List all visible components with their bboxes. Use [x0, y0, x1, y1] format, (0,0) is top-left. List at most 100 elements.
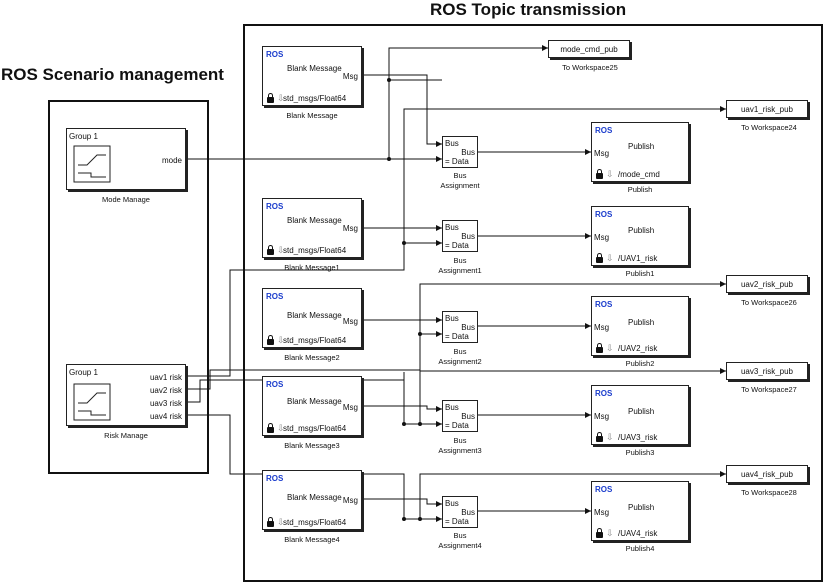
- to-workspace-block[interactable]: uav2_risk_pub: [726, 275, 808, 293]
- publish-label: Publish: [628, 226, 655, 235]
- bus-out-label: Bus: [461, 232, 475, 241]
- ros-badge: ROS: [595, 126, 613, 135]
- download-icon: ⇩: [277, 93, 285, 103]
- publish-block[interactable]: ROS Publish Msg ⇩ /UAV4_risk: [591, 481, 689, 541]
- msg-port-label: Msg: [594, 323, 610, 332]
- bus-assignment-block[interactable]: Bus Bus = Data: [442, 220, 478, 252]
- blank-message-block[interactable]: ROS Blank Message Msg ⇩ std_msgs/Float64: [262, 46, 362, 106]
- blank-message-caption: Blank Message4: [284, 535, 340, 544]
- bus-assignment-block[interactable]: Bus Bus = Data: [442, 311, 478, 343]
- ros-badge: ROS: [266, 292, 284, 301]
- bus-caption: Bus: [453, 256, 467, 265]
- publish-caption: Publish2: [625, 359, 655, 368]
- topic-name: /UAV4_risk: [618, 529, 658, 538]
- blank-message-caption: Blank Message2: [284, 353, 340, 362]
- management-title: ROS Scenario management: [1, 65, 224, 84]
- msg-port-label: Msg: [342, 72, 358, 81]
- blank-message-label: Blank Message: [287, 64, 342, 73]
- bus-assignment-caption: Assignment4: [438, 541, 482, 550]
- msg-port-label: Msg: [342, 496, 358, 505]
- topic-name: /UAV1_risk: [618, 254, 658, 263]
- risk-group-label: Group 1: [69, 368, 98, 377]
- bus-in-label: Bus: [445, 223, 459, 232]
- publish-label: Publish: [628, 407, 655, 416]
- blank-message-caption: Blank Message: [286, 111, 338, 120]
- risk-manage-block[interactable]: Group 1 uav1 risk uav2 risk uav3 risk ua…: [66, 364, 186, 426]
- workspace-variable: uav1_risk_pub: [740, 105, 794, 114]
- workspace-caption: To Workspace28: [741, 488, 797, 497]
- download-icon: ⇩: [277, 423, 285, 433]
- bus-assignment-block[interactable]: Bus Bus = Data: [442, 136, 478, 168]
- message-type: std_msgs/Float64: [283, 424, 347, 433]
- blank-message-label: Blank Message: [287, 311, 342, 320]
- lock-icon: [267, 423, 274, 433]
- bus-assignment-block[interactable]: Bus Bus = Data: [442, 400, 478, 432]
- mode-manage-caption: Mode Manage: [102, 195, 150, 204]
- msg-port-label: Msg: [594, 233, 610, 242]
- data-in-label: = Data: [445, 421, 469, 430]
- bus-caption: Bus: [453, 436, 467, 445]
- publish-caption: Publish3: [625, 448, 655, 457]
- bus-assignment-caption: Assignment3: [438, 446, 482, 455]
- lock-icon: [596, 432, 603, 442]
- blank-message-caption: Blank Message3: [284, 441, 340, 450]
- data-in-label: = Data: [445, 241, 469, 250]
- blank-message-label: Blank Message: [287, 216, 342, 225]
- management-frame: [48, 100, 209, 474]
- msg-port-label: Msg: [594, 508, 610, 517]
- message-type: std_msgs/Float64: [283, 518, 347, 527]
- publish-block[interactable]: ROS Publish Msg ⇩ /UAV3_risk: [591, 385, 689, 445]
- bus-assignment-caption: Assignment2: [438, 357, 482, 366]
- publish-caption: Publish4: [625, 544, 655, 553]
- download-icon: ⇩: [277, 245, 285, 255]
- download-icon: ⇩: [606, 169, 614, 179]
- mode-manage-block[interactable]: Group 1 mode: [66, 128, 186, 190]
- topic-name: /UAV2_risk: [618, 344, 658, 353]
- bus-in-label: Bus: [445, 499, 459, 508]
- mode-group-label: Group 1: [69, 132, 98, 141]
- publish-label: Publish: [628, 503, 655, 512]
- bus-caption: Bus: [453, 171, 467, 180]
- download-icon: ⇩: [606, 528, 614, 538]
- bus-assignment-block[interactable]: Bus Bus = Data: [442, 496, 478, 528]
- bus-out-label: Bus: [461, 508, 475, 517]
- topic-name: /UAV3_risk: [618, 433, 658, 442]
- blank-message-block[interactable]: ROS Blank Message Msg ⇩ std_msgs/Float64: [262, 470, 362, 530]
- transmission-title: ROS Topic transmission: [430, 0, 627, 19]
- workspace-caption: To Workspace27: [741, 385, 797, 394]
- bus-in-label: Bus: [445, 403, 459, 412]
- msg-port-label: Msg: [594, 149, 610, 158]
- publish-block[interactable]: ROS Publish Msg ⇩ /UAV2_risk: [591, 296, 689, 356]
- ros-badge: ROS: [266, 380, 284, 389]
- ros-badge: ROS: [595, 300, 613, 309]
- workspace-variable: uav4_risk_pub: [740, 470, 794, 479]
- download-icon: ⇩: [277, 517, 285, 527]
- blank-message-block[interactable]: ROS Blank Message Msg ⇩ std_msgs/Float64: [262, 288, 362, 348]
- workspace-caption: To Workspace24: [741, 123, 797, 132]
- blank-message-block[interactable]: ROS Blank Message Msg ⇩ std_msgs/Float64: [262, 198, 362, 258]
- bus-out-label: Bus: [461, 412, 475, 421]
- to-workspace-block[interactable]: mode_cmd_pub: [548, 40, 630, 58]
- message-type: std_msgs/Float64: [283, 246, 347, 255]
- blank-message-caption: Blank Message1: [284, 263, 340, 272]
- to-workspace-block[interactable]: uav1_risk_pub: [726, 100, 808, 118]
- mode-port-label: mode: [161, 156, 182, 165]
- risk-manage-caption: Risk Manage: [104, 431, 148, 440]
- publish-label: Publish: [628, 318, 655, 327]
- publish-block[interactable]: ROS Publish Msg ⇩ /UAV1_risk: [591, 206, 689, 266]
- to-workspace-block[interactable]: uav3_risk_pub: [726, 362, 808, 380]
- ros-badge: ROS: [595, 389, 613, 398]
- lock-icon: [596, 253, 603, 263]
- bus-out-label: Bus: [461, 148, 475, 157]
- publish-block[interactable]: ROS Publish Msg ⇩ /mode_cmd: [591, 122, 689, 182]
- subsystem-icon: [73, 383, 111, 421]
- blank-message-block[interactable]: ROS Blank Message Msg ⇩ std_msgs/Float64: [262, 376, 362, 436]
- bus-in-label: Bus: [445, 139, 459, 148]
- risk-port-uav2: uav2 risk: [149, 386, 182, 395]
- workspace-caption: To Workspace25: [562, 63, 618, 72]
- publish-caption: Publish1: [625, 269, 655, 278]
- bus-out-label: Bus: [461, 323, 475, 332]
- ros-badge: ROS: [595, 210, 613, 219]
- to-workspace-block[interactable]: uav4_risk_pub: [726, 465, 808, 483]
- topic-name: /mode_cmd: [618, 170, 660, 179]
